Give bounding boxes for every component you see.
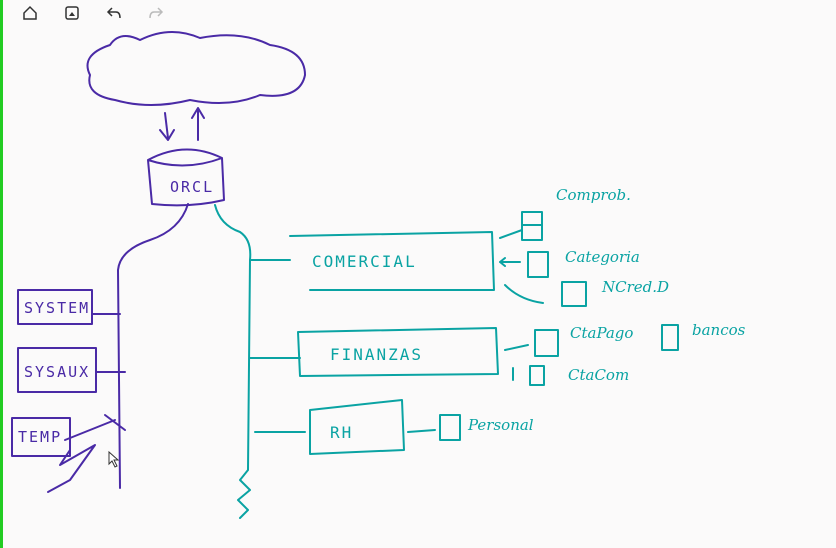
rh-box [309, 399, 405, 455]
purple-connector [117, 203, 189, 489]
undo-button[interactable] [104, 3, 124, 23]
redo-icon [149, 7, 164, 19]
comercial-box [289, 231, 495, 291]
cloud-shape [86, 30, 306, 106]
image-button[interactable] [62, 3, 82, 23]
note-comprob: Comprob. [556, 186, 631, 204]
table-icon [407, 414, 461, 441]
temp-box [11, 417, 71, 457]
note-categoria: Categoria [565, 248, 640, 266]
note-bancos: bancos [692, 321, 746, 339]
table-icon [499, 211, 543, 241]
table-icon [504, 329, 559, 357]
system-box [17, 289, 93, 325]
schema-finanzas: FINANZAS [330, 345, 423, 364]
schema-rh: RH [330, 423, 353, 442]
home-icon [23, 5, 37, 20]
tablespace-sysaux: SYSAUX [24, 363, 90, 381]
arrow-down [159, 112, 175, 141]
image-icon [65, 6, 79, 20]
note-ctapago: CtaPago [570, 324, 633, 342]
home-button[interactable] [20, 3, 40, 23]
mouse-cursor-icon [108, 450, 120, 468]
temp-lightning [47, 414, 126, 493]
undo-icon [106, 7, 121, 19]
sysaux-box [17, 347, 97, 393]
table-icon [504, 281, 587, 307]
note-personal: Personal [467, 416, 534, 434]
tablespace-temp: TEMP [18, 428, 62, 446]
table-icon [512, 365, 545, 386]
finanzas-box [297, 327, 499, 377]
teal-connector [214, 204, 252, 519]
table-icon [661, 324, 679, 351]
arrow-up [191, 107, 205, 141]
table-icon [499, 251, 549, 278]
window-edge [0, 0, 3, 548]
database-cylinder [147, 148, 225, 207]
note-ncred: NCred.D [601, 278, 669, 296]
toolbar [20, 2, 166, 24]
note-ctacom: CtaCom [568, 366, 629, 384]
tablespace-system: SYSTEM [24, 299, 90, 317]
database-label: ORCL [170, 178, 214, 196]
redo-button[interactable] [146, 3, 166, 23]
schema-comercial: COMERCIAL [312, 252, 417, 271]
